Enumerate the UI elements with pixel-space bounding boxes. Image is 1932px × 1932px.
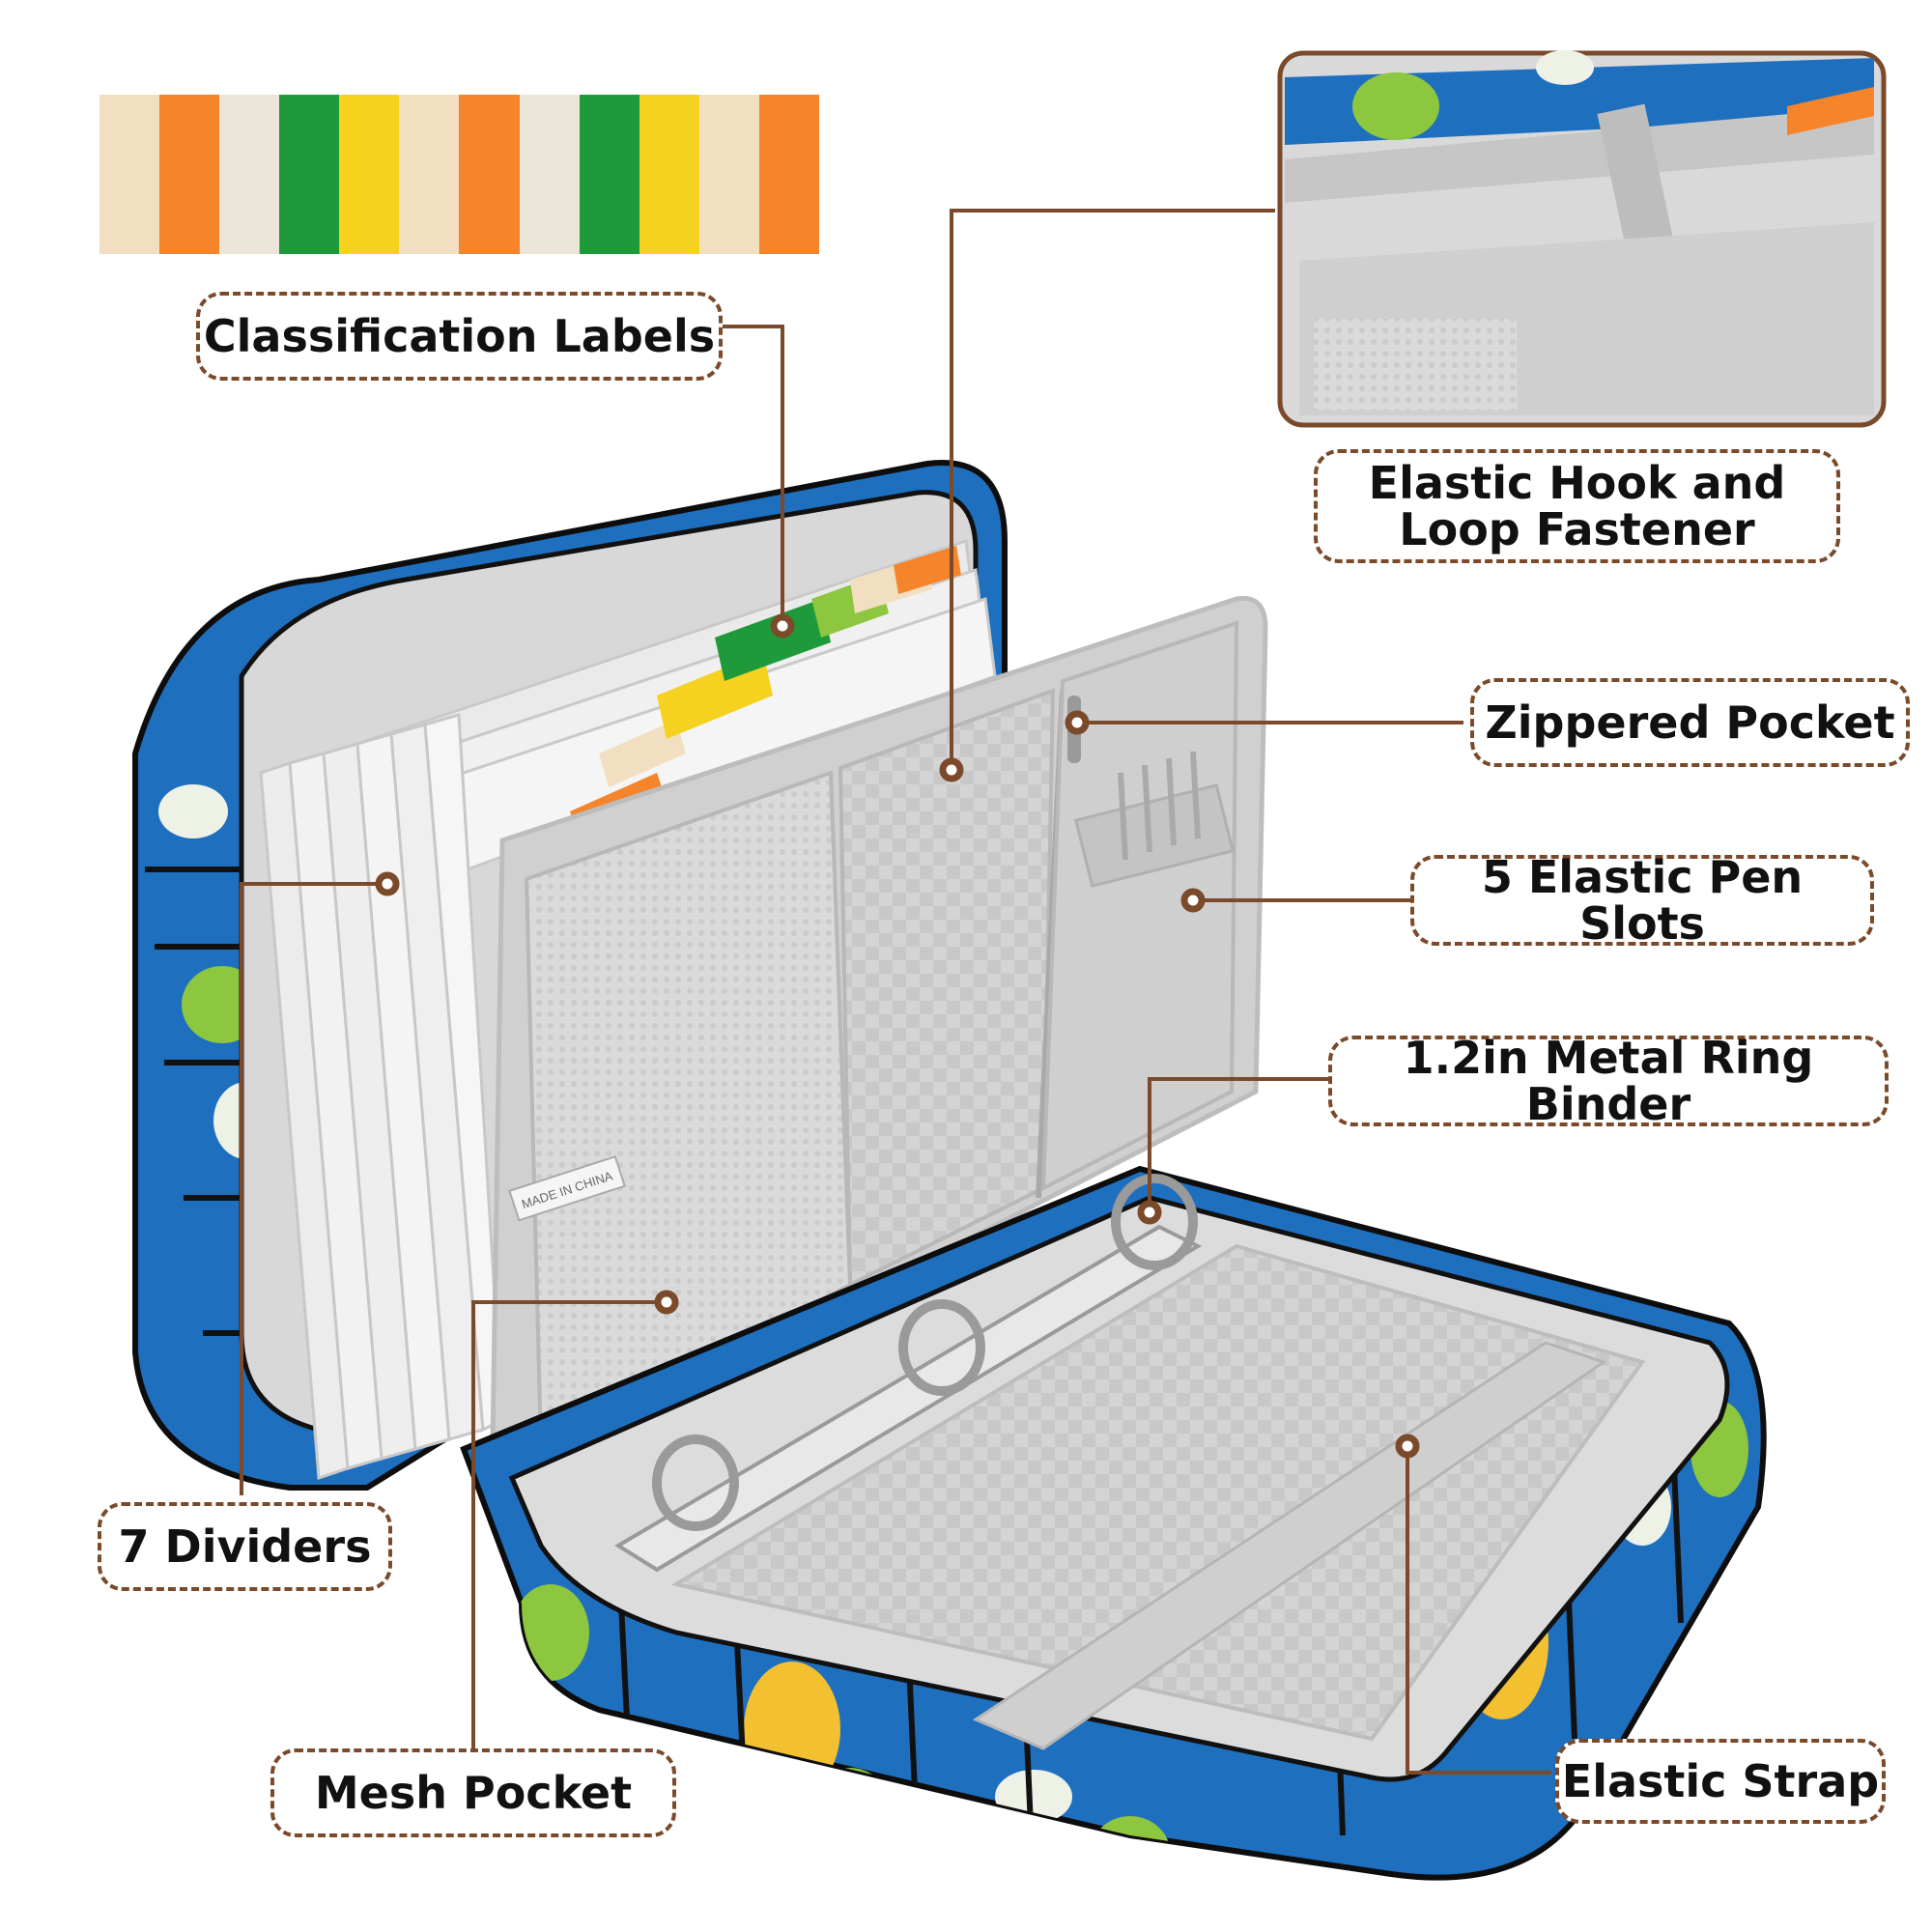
label-swatch-12 bbox=[758, 95, 819, 254]
callout-text: 7 Dividers bbox=[118, 1520, 372, 1573]
callout-markers bbox=[375, 613, 1420, 1459]
callout-ring-binder: 1.2in Metal Ring Binder bbox=[1328, 1031, 1889, 1130]
accordion-file-dividers bbox=[259, 538, 997, 1481]
callout-text: Zippered Pocket bbox=[1485, 696, 1895, 749]
callout-pen-slots: 5 Elastic Pen Slots bbox=[1410, 850, 1874, 950]
label-swatch-9 bbox=[579, 95, 639, 254]
label-swatch-8 bbox=[519, 95, 580, 254]
label-swatch-6 bbox=[399, 95, 460, 254]
label-color-swatches bbox=[99, 95, 819, 254]
label-swatch-11 bbox=[698, 95, 759, 254]
callout-text: Elastic Strap bbox=[1561, 1754, 1880, 1807]
label-swatch-3 bbox=[219, 95, 280, 254]
callout-classification-labels: Classification Labels bbox=[196, 292, 723, 381]
organizer-panel: MADE IN CHINA bbox=[490, 595, 1268, 1472]
callout-text: 5 Elastic Pen Slots bbox=[1481, 850, 1804, 950]
label-swatch-4 bbox=[279, 95, 340, 254]
callout-dividers: 7 Dividers bbox=[98, 1502, 392, 1591]
label-swatch-2 bbox=[159, 95, 220, 254]
callout-mesh-pocket: Mesh Pocket bbox=[270, 1748, 676, 1837]
label-swatch-10 bbox=[639, 95, 699, 254]
case-base bbox=[460, 1165, 1767, 1881]
leader-lines bbox=[240, 209, 1551, 1775]
callout-text: 1.2in Metal Ring Binder bbox=[1403, 1031, 1814, 1130]
label-swatch-5 bbox=[339, 95, 400, 254]
callout-text: Mesh Pocket bbox=[314, 1766, 633, 1819]
callout-elastic-strap: Elastic Strap bbox=[1555, 1739, 1886, 1824]
callout-text: Classification Labels bbox=[203, 309, 716, 362]
fastener-inset-photo bbox=[1277, 50, 1887, 428]
callout-text-line2: Loop Fastener bbox=[1399, 503, 1755, 555]
callout-hook-loop-fastener: Elastic Hook and Loop Fastener bbox=[1314, 449, 1840, 563]
callout-zippered-pocket: Zippered Pocket bbox=[1470, 678, 1910, 767]
label-swatch-1 bbox=[99, 95, 160, 254]
callout-text-line1: Elastic Hook and bbox=[1368, 456, 1786, 509]
label-swatch-7 bbox=[459, 95, 520, 254]
